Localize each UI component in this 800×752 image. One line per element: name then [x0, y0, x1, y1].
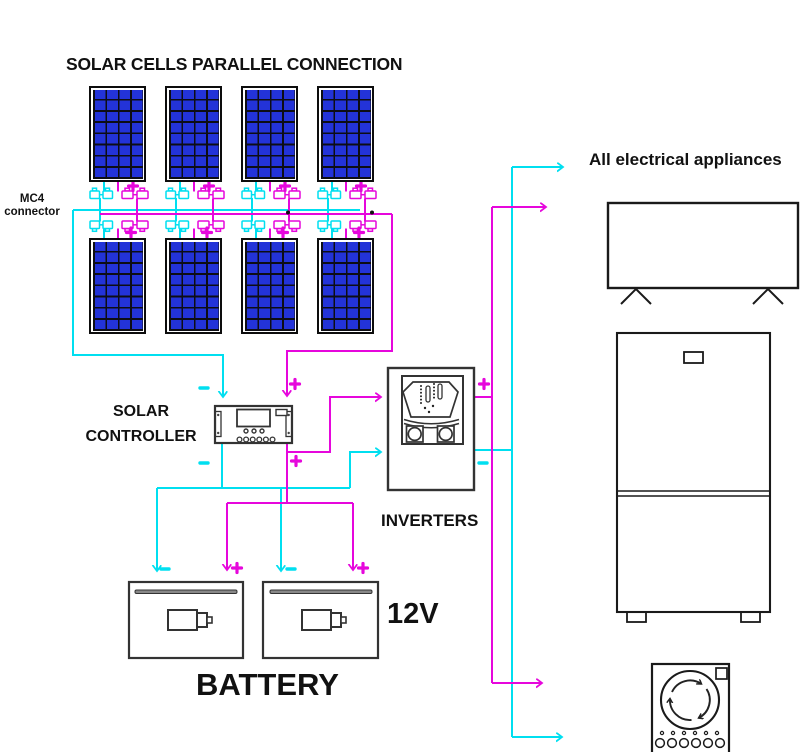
washing-machine-icon [650, 662, 731, 752]
mc4-negative-connector [241, 187, 266, 200]
wiring-negative [72, 167, 563, 737]
mc4-positive-connector [197, 187, 225, 200]
controller-terminals [236, 436, 276, 443]
solar-panel-1 [89, 86, 146, 182]
inverters-label: INVERTERS [381, 511, 479, 530]
mc4-positive-connector [273, 187, 301, 200]
fridge-handle [683, 351, 704, 364]
inverter-icon [386, 366, 476, 492]
solar-panel-8 [317, 238, 374, 334]
solar-panel-5 [89, 238, 146, 334]
controller-button [243, 428, 249, 434]
controller-line2: CONTROLLER [85, 428, 197, 445]
solar-panel-2 [165, 86, 222, 182]
battery-icon-1 [127, 580, 245, 660]
mc4-negative-connector [317, 187, 342, 200]
solar-panel-6 [165, 238, 222, 334]
tv-icon [606, 201, 800, 305]
mc4-positive-connector [349, 187, 377, 200]
mc4-negative-connector [165, 220, 190, 233]
charge-controller-icon [213, 404, 294, 445]
mc4-positive-connector [121, 220, 149, 233]
diagram-title: SOLAR CELLS PARALLEL CONNECTION [66, 54, 403, 74]
plus-markers [124, 179, 491, 575]
bus-junction-dot [286, 210, 290, 215]
solar-panel-3 [241, 86, 298, 182]
battery-icon-2 [261, 580, 380, 660]
mc4-positive-connector [273, 220, 301, 233]
mc4-positive-connector [197, 220, 225, 233]
minus-markers [159, 386, 489, 571]
mc4-positive-connector [121, 187, 149, 200]
solar-panel-4 [317, 86, 374, 182]
mc4-negative-connector [317, 220, 342, 233]
inverter-led-dots [420, 383, 435, 414]
mc4-negative-connector [241, 220, 266, 233]
wiring-positive [100, 182, 546, 683]
refrigerator-icon [615, 331, 772, 623]
battery-label: BATTERY [196, 667, 339, 702]
solar-panel-7 [241, 238, 298, 334]
controller-button [251, 428, 257, 434]
mc4-line1: MC4 [19, 193, 45, 205]
controller-line1: SOLAR [113, 403, 169, 420]
controller-display [236, 408, 271, 428]
battery-voltage-label: 12V [387, 598, 439, 630]
mc4-positive-connector [349, 220, 377, 233]
mc4-connector-label: MC4 connector [0, 193, 64, 219]
bus-junction-dot [370, 210, 374, 215]
mc4-negative-connector [89, 187, 114, 200]
mc4-line2: connector [4, 206, 60, 218]
mc4-negative-connector [165, 187, 190, 200]
solar-controller-label: SOLAR CONTROLLER [80, 399, 202, 449]
washer-buttons [659, 730, 720, 736]
appliances-heading: All electrical appliances [589, 150, 782, 169]
washer-knobs [654, 737, 726, 749]
mc4-negative-connector [89, 220, 114, 233]
mc4-connectors [89, 187, 377, 233]
controller-button [259, 428, 265, 434]
